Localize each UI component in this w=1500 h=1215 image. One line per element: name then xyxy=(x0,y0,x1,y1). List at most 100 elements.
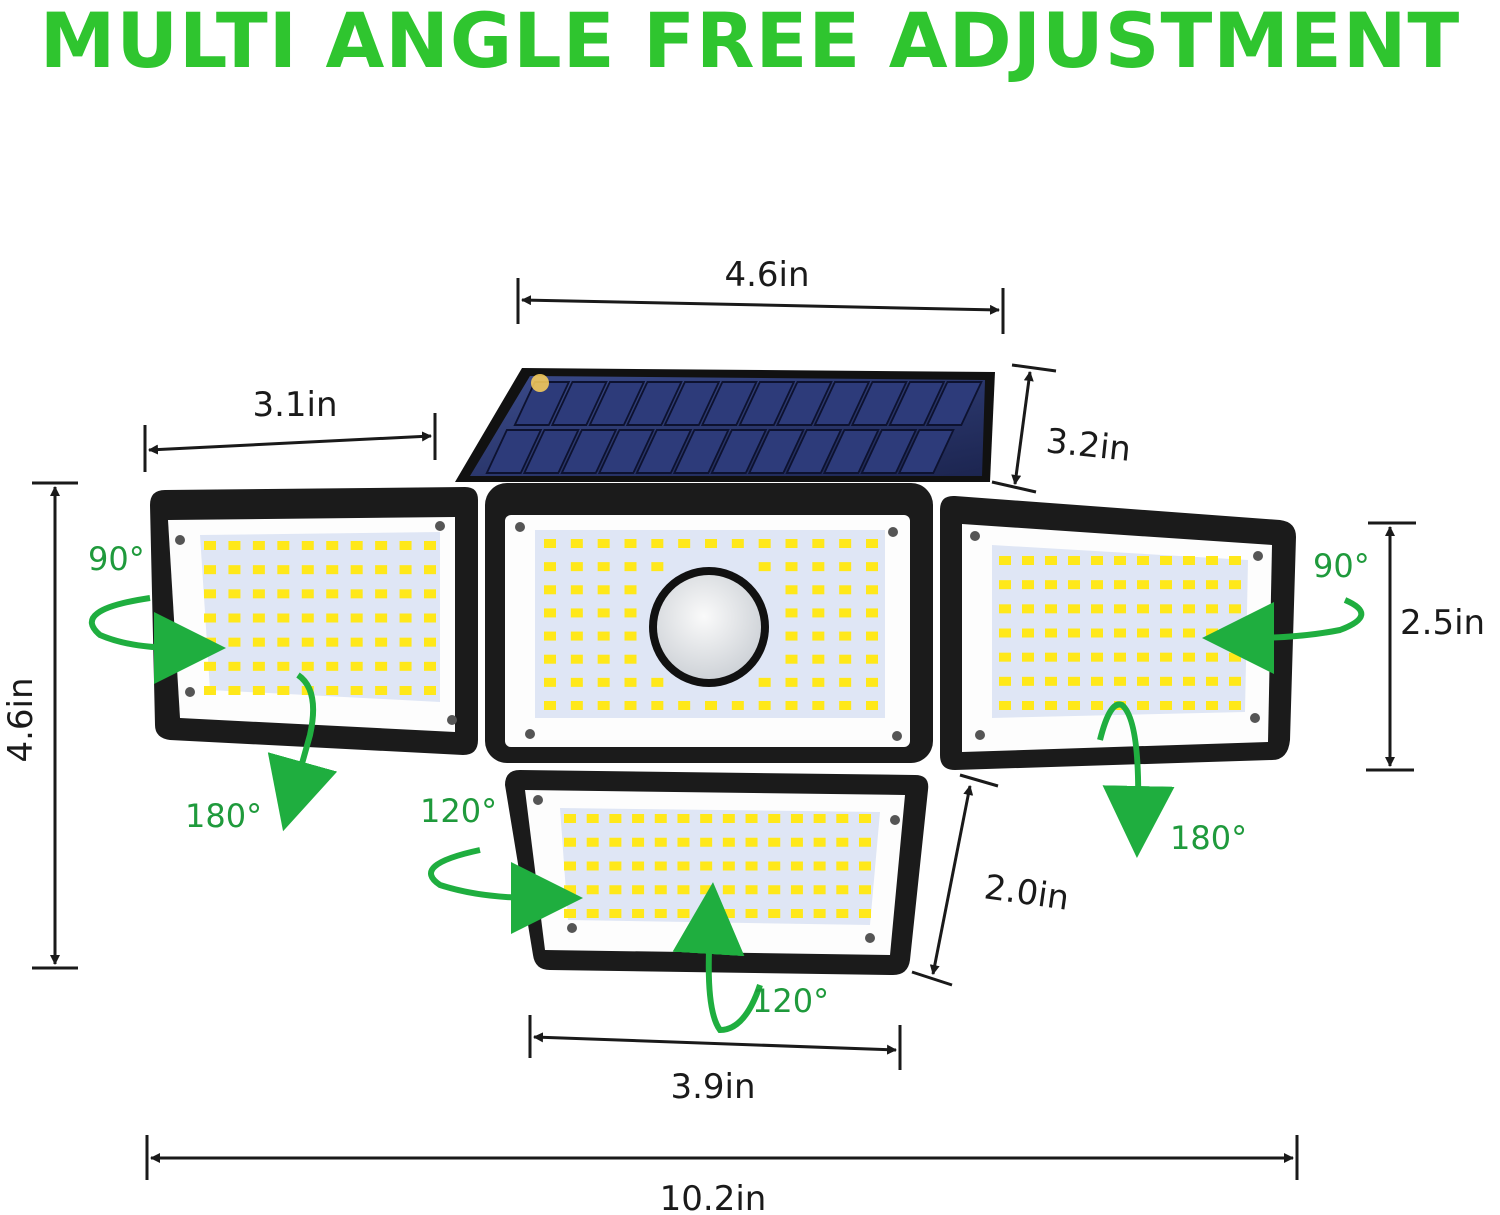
led xyxy=(1229,701,1241,710)
led xyxy=(1229,652,1241,662)
led xyxy=(564,814,576,823)
led xyxy=(722,861,735,871)
led xyxy=(651,539,664,548)
led xyxy=(839,539,852,548)
led xyxy=(350,637,363,647)
arrow-left-vertical xyxy=(267,672,338,832)
arrow-bottom-horizontal xyxy=(428,847,583,934)
led xyxy=(839,562,852,572)
led xyxy=(1206,676,1218,686)
led xyxy=(597,631,610,641)
led xyxy=(632,837,645,847)
led xyxy=(228,541,241,550)
led xyxy=(624,585,637,595)
led xyxy=(812,654,825,664)
led xyxy=(326,613,339,623)
dim-bottom-panel-height: 2.0in xyxy=(982,867,1072,918)
led xyxy=(1229,556,1241,565)
led xyxy=(859,885,871,895)
led xyxy=(624,539,637,548)
led xyxy=(424,661,436,671)
led xyxy=(228,661,241,671)
led xyxy=(785,585,798,595)
led xyxy=(722,885,735,895)
led xyxy=(252,541,265,550)
solar-cell xyxy=(813,381,871,426)
led xyxy=(277,541,290,550)
led xyxy=(1068,556,1080,565)
led xyxy=(564,909,576,918)
led xyxy=(1137,652,1149,662)
dim-side-panel-width: 3.1in xyxy=(252,385,337,425)
led xyxy=(700,909,713,918)
led xyxy=(1229,628,1241,638)
led xyxy=(768,909,781,918)
led xyxy=(1114,604,1126,614)
led xyxy=(758,677,771,687)
dimension-lines xyxy=(32,278,1416,1180)
solar-cell xyxy=(663,381,721,426)
dim-total-height: 4.6in xyxy=(1,677,41,762)
led xyxy=(731,539,744,548)
angle-bottom-vertical: 120° xyxy=(752,982,829,1020)
led xyxy=(586,885,599,895)
led xyxy=(859,909,871,918)
led xyxy=(999,604,1011,614)
led xyxy=(651,701,664,710)
led xyxy=(375,637,388,647)
led xyxy=(1068,701,1080,710)
led xyxy=(790,861,803,871)
led xyxy=(228,686,241,695)
led xyxy=(326,541,339,550)
led xyxy=(1160,580,1172,590)
led xyxy=(424,686,436,695)
led xyxy=(866,539,878,548)
led xyxy=(1206,628,1218,638)
led xyxy=(859,861,871,871)
led xyxy=(1160,628,1172,638)
solar-cell xyxy=(860,429,918,474)
led xyxy=(624,677,637,687)
led xyxy=(375,686,388,695)
led xyxy=(745,837,758,847)
led xyxy=(1183,701,1195,710)
sun-glare xyxy=(531,374,549,392)
solar-cell xyxy=(785,429,843,474)
led xyxy=(1160,652,1172,662)
led xyxy=(866,701,878,710)
led xyxy=(399,565,412,575)
angle-right-horizontal: 90° xyxy=(1313,547,1370,585)
led xyxy=(570,562,583,572)
led xyxy=(252,686,265,695)
center-light-panel xyxy=(485,483,933,763)
led xyxy=(326,589,339,599)
led xyxy=(252,565,265,575)
led xyxy=(1022,676,1034,686)
led xyxy=(999,628,1011,638)
led xyxy=(813,909,826,918)
led xyxy=(597,608,610,618)
led xyxy=(564,837,576,847)
led xyxy=(1137,701,1149,710)
led xyxy=(544,562,556,572)
led xyxy=(722,814,735,823)
led xyxy=(1091,604,1103,614)
solar-cell xyxy=(597,429,655,474)
dim-right-panel-height: 2.5in xyxy=(1400,603,1485,643)
led xyxy=(252,637,265,647)
led xyxy=(731,701,744,710)
led xyxy=(1045,556,1057,565)
led xyxy=(813,885,826,895)
led xyxy=(1183,652,1195,662)
dim-solar-height: 3.2in xyxy=(1044,421,1133,470)
led xyxy=(1137,628,1149,638)
led xyxy=(745,861,758,871)
led xyxy=(570,631,583,641)
led xyxy=(651,677,664,687)
led xyxy=(1137,676,1149,686)
led xyxy=(564,861,576,871)
solar-cell xyxy=(925,381,983,426)
led xyxy=(544,677,556,687)
led xyxy=(1114,676,1126,686)
led xyxy=(228,613,241,623)
